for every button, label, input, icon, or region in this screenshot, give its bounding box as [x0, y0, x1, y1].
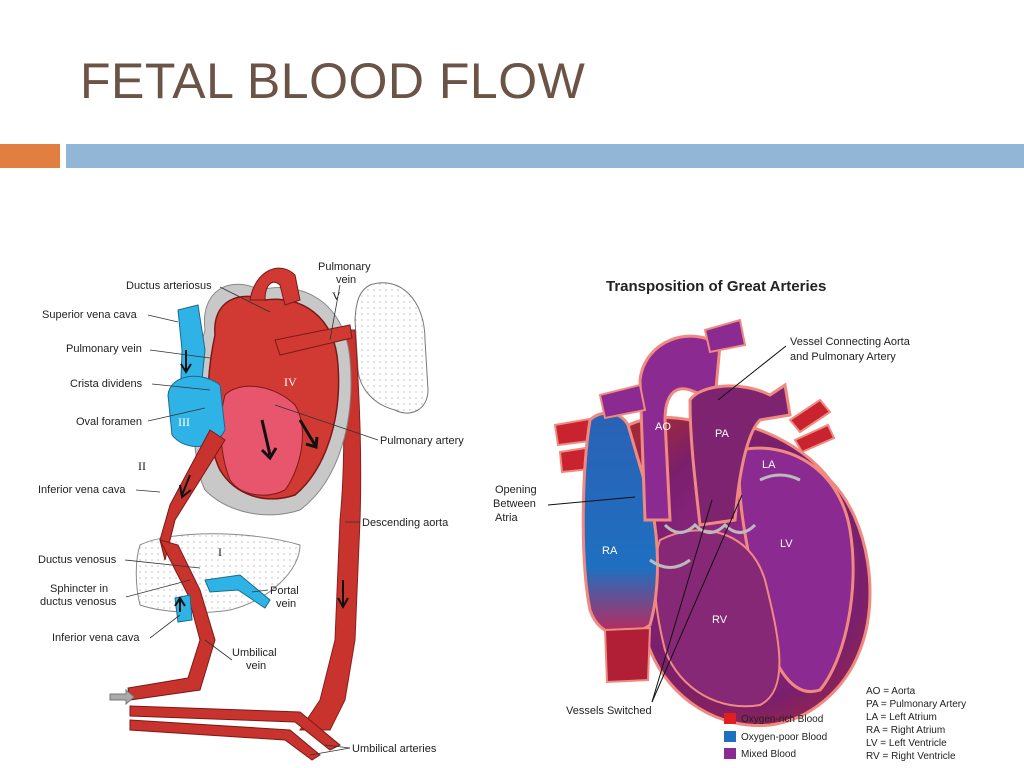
flow-arrow — [260, 419, 278, 461]
tga-pulmonary-artery — [688, 382, 792, 527]
right-atrium — [167, 375, 226, 447]
label-oval-foramen: Oval foramen — [76, 416, 142, 428]
label-umbilical-vein-2: vein — [246, 660, 266, 672]
label-ductus-venosus: Ductus venosus — [38, 554, 117, 566]
tga-aortic-branch — [598, 383, 647, 420]
pulmonary-artery-branch — [274, 324, 353, 356]
abbrev-rv: RV = Right Ventricle — [866, 751, 956, 762]
tga-label-la: LA — [762, 459, 776, 471]
label-descending-aorta: Descending aorta — [362, 517, 449, 529]
tga-valve — [759, 473, 801, 482]
label-sphincter-1: Sphincter in — [50, 583, 108, 595]
label-pulmonary-artery: Pulmonary artery — [380, 435, 464, 447]
abbrev-ao: AO = Aorta — [866, 686, 916, 697]
inferior-vena-cava — [159, 429, 226, 561]
roman-iii: III — [178, 415, 190, 429]
label-pulmonary-vein-top-1: Pulmonary — [318, 261, 371, 273]
inferior-vena-cava-lower — [174, 594, 193, 623]
umbilical-inflow-arrow — [109, 688, 135, 706]
legend-swatch-oxygen-rich — [724, 713, 736, 724]
tga-title: Transposition of Great Arteries — [606, 278, 826, 295]
slide-title: FETAL BLOOD FLOW — [80, 53, 586, 109]
label-ductus-arteriosus: Ductus arteriosus — [126, 280, 212, 292]
accent-bar-orange — [0, 144, 60, 168]
tga-pulmonary-vein-stub — [793, 423, 836, 454]
label-portal-vein-1: Portal — [270, 585, 299, 597]
tga-label-opening-3: Atria — [495, 512, 519, 524]
fetal-leader-lines — [124, 284, 379, 756]
tga-aortic-branch — [703, 318, 747, 354]
tga-right-ventricle — [653, 529, 781, 708]
label-inferior-vena-cava-lower: Inferior vena cava — [52, 632, 140, 644]
legend-swatch-oxygen-poor — [724, 731, 736, 742]
label-umbilical-vein-1: Umbilical — [232, 647, 277, 659]
roman-v: V — [332, 289, 341, 303]
umbilical-artery-1 — [129, 705, 341, 751]
legend-swatch-mixed — [724, 748, 736, 759]
aortic-arch — [249, 267, 301, 306]
portal-vein — [204, 574, 271, 609]
abbrev-lv: LV = Left Ventricle — [866, 738, 947, 749]
tga-label-ao: AO — [655, 421, 671, 433]
abbrev-pa: PA = Pulmonary Artery — [866, 699, 966, 710]
tga-label-lv: LV — [780, 538, 793, 550]
label-crista-dividens: Crista dividens — [70, 378, 143, 390]
legend-label-mixed: Mixed Blood — [741, 749, 796, 760]
flow-arrow — [337, 580, 349, 610]
tga-label-vessel-connecting-2: and Pulmonary Artery — [790, 351, 896, 363]
tga-label-vessels-switched: Vessels Switched — [566, 705, 652, 717]
tga-valve — [649, 558, 691, 569]
fetal-heart-pink — [220, 385, 303, 496]
abbrev-ra: RA = Right Atrium — [866, 725, 945, 736]
tga-valve — [663, 522, 757, 534]
legend-label-oxygen-poor: Oxygen-poor Blood — [741, 732, 827, 743]
lung-shape — [354, 282, 429, 414]
tga-aorta — [638, 334, 722, 522]
tga-legend: Oxygen-rich Blood Oxygen-poor Blood Mixe… — [724, 713, 827, 760]
fetal-circulation-diagram: Ductus arteriosus Superior vena cava Pul… — [38, 261, 464, 761]
flow-arrow — [179, 474, 192, 499]
label-superior-vena-cava: Superior vena cava — [42, 309, 138, 321]
accent-bar-blue — [66, 144, 1024, 168]
tga-label-rv: RV — [712, 614, 728, 626]
tga-label-vessel-connecting-1: Vessel Connecting Aorta — [790, 336, 911, 348]
tga-pulmonary-vein-stub — [788, 398, 832, 434]
label-inferior-vena-cava: Inferior vena cava — [38, 484, 126, 496]
label-sphincter-2: ductus venosus — [40, 596, 117, 608]
tga-leader-lines — [547, 345, 787, 703]
tga-label-opening-1: Opening — [495, 484, 537, 496]
tga-label-ra: RA — [602, 545, 618, 557]
label-pulmonary-vein: Pulmonary vein — [66, 343, 142, 355]
tga-inferior-vena-cava — [603, 626, 652, 684]
umbilical-artery-2 — [129, 719, 321, 761]
flow-arrow — [174, 596, 186, 612]
legend-label-oxygen-rich: Oxygen-rich Blood — [741, 714, 823, 725]
abbrev-la: LA = Left Atrium — [866, 712, 937, 723]
tga-diagram: Transposition of Great Arteries AO PA LA — [493, 278, 966, 762]
label-portal-vein-2: vein — [276, 598, 296, 610]
roman-i: I — [218, 545, 222, 559]
flow-arrow — [180, 350, 192, 374]
roman-ii: II — [138, 459, 146, 473]
tga-right-atrium — [581, 411, 659, 637]
tga-label-pa: PA — [715, 428, 730, 440]
roman-iv: IV — [284, 375, 297, 389]
tga-label-opening-2: Between — [493, 498, 536, 510]
label-pulmonary-vein-top-2: vein — [336, 274, 356, 286]
tga-abbreviations: AO = Aorta PA = Pulmonary Artery LA = Le… — [866, 686, 966, 762]
label-umbilical-arteries: Umbilical arteries — [352, 743, 437, 755]
flow-arrow — [298, 419, 319, 449]
